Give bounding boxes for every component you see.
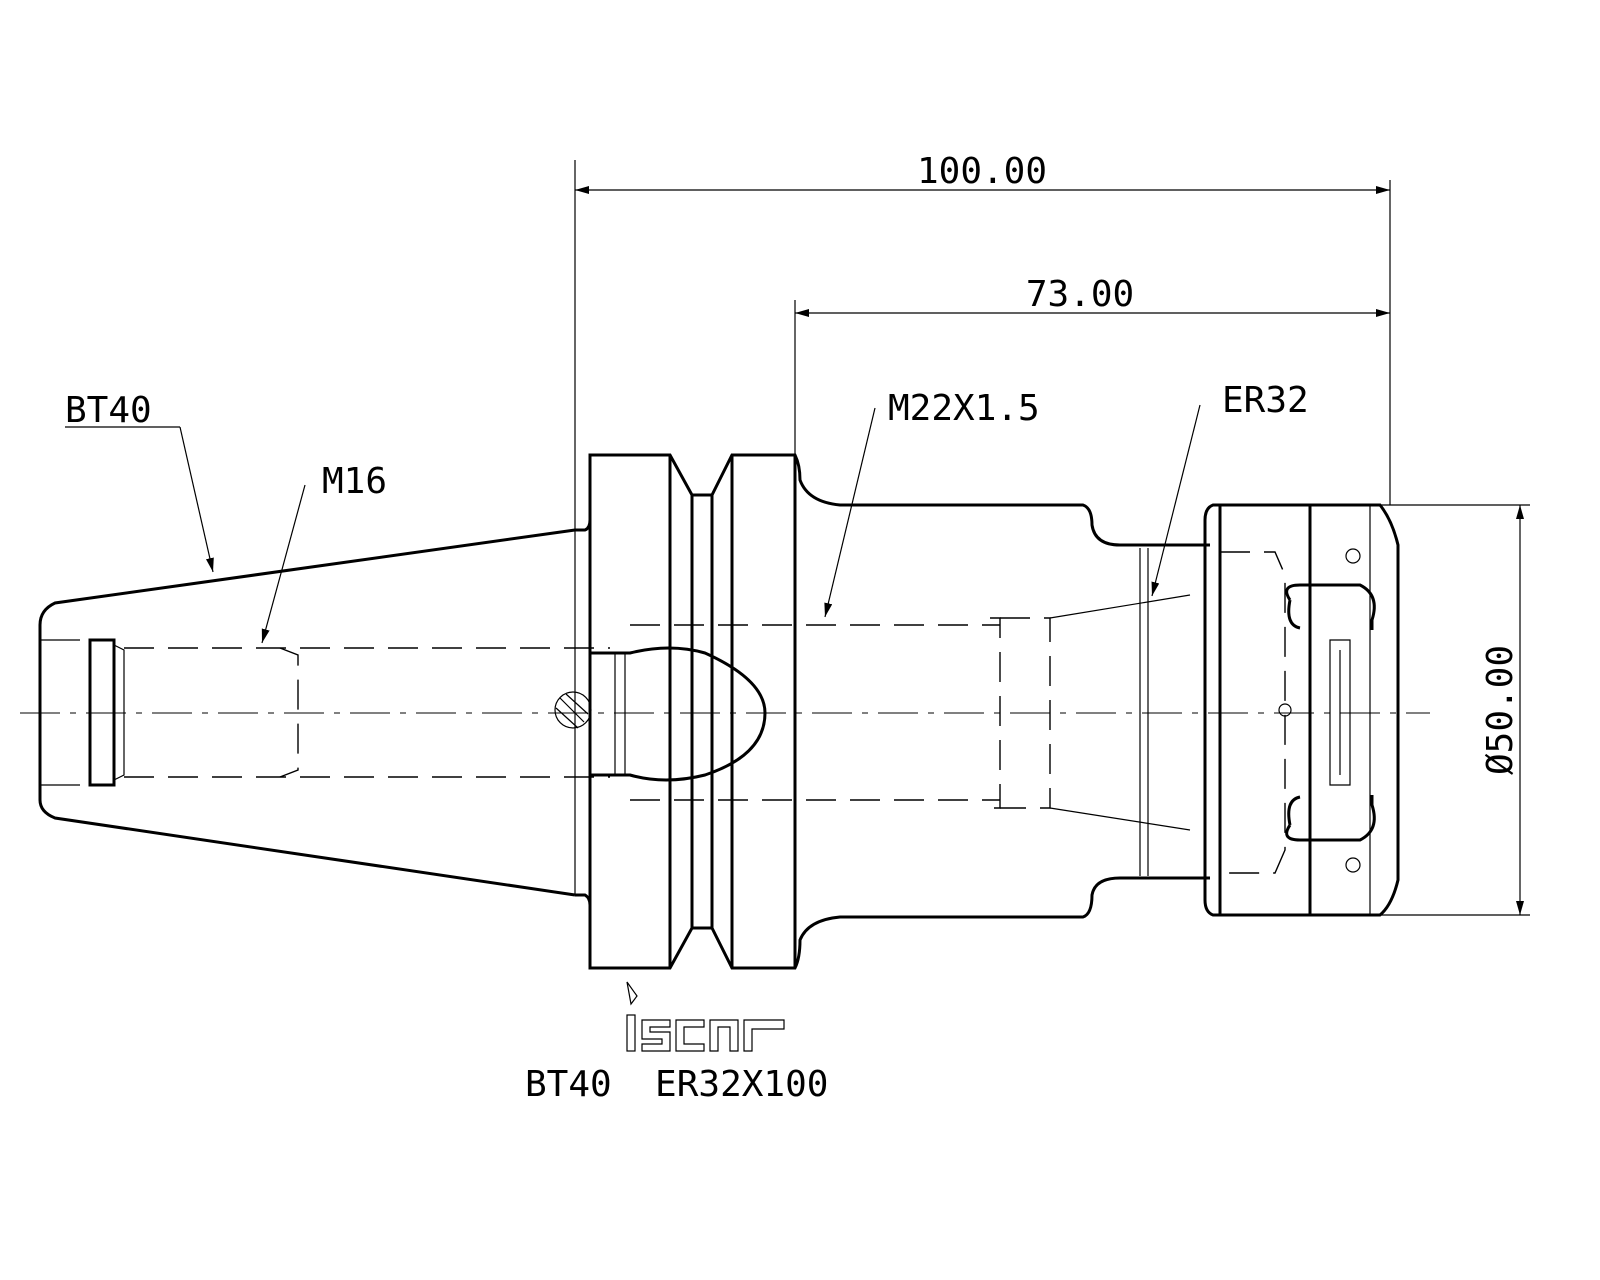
dimension-73-label: 73.00: [1026, 274, 1134, 315]
flange: [575, 453, 1210, 970]
iscar-logo: [626, 981, 785, 1052]
label-bt40-text: BT40: [65, 390, 152, 431]
er32-nut: [1203, 503, 1400, 917]
body-bore: [630, 548, 1191, 876]
drawing-caption: BT40 ER32X100: [525, 1064, 828, 1105]
dimension-100-label: 100.00: [917, 151, 1047, 192]
label-m22-text: M22X1.5: [888, 388, 1040, 429]
label-m16: M16: [261, 461, 387, 644]
dimension-diameter: Ø50.00: [1360, 504, 1530, 916]
dimension-diameter-label: Ø50.00: [1480, 645, 1521, 775]
label-er32-text: ER32: [1222, 380, 1309, 421]
label-bt40: BT40: [65, 390, 214, 573]
dimension-73: 73.00: [794, 274, 1390, 455]
label-m16-text: M16: [322, 461, 387, 502]
dimension-100: 100.00: [574, 151, 1391, 530]
taper-shank: [38, 528, 610, 897]
label-er32: ER32: [1151, 380, 1309, 597]
label-m22: M22X1.5: [824, 388, 1040, 618]
